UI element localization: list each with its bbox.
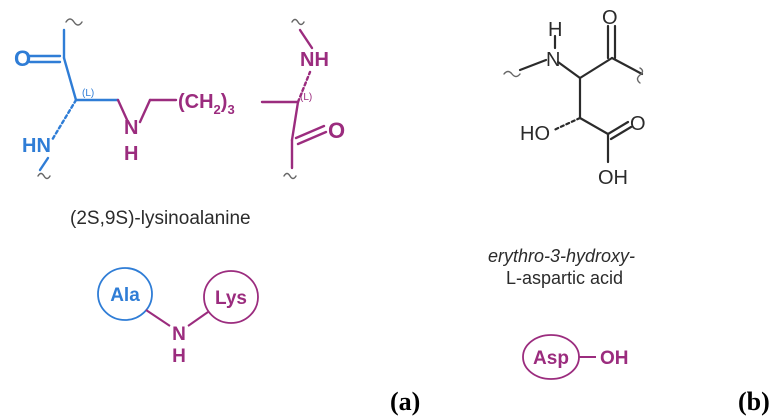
acid-double-2 xyxy=(609,125,633,141)
atom-o-left: O xyxy=(14,46,31,71)
panel-a-atom-labels: O (L) HN N H (CH2)3 NH (L) O xyxy=(14,46,345,165)
atom-n-amine: N xyxy=(546,49,560,71)
panel-a-structure xyxy=(28,18,328,180)
atom-o-top: O xyxy=(602,7,618,29)
chain-subscript-3: 3 xyxy=(227,102,234,117)
hashed-bond-alpha-to-hn xyxy=(50,98,78,142)
panel-b-structure xyxy=(503,24,644,164)
atom-h-center: H xyxy=(124,143,138,165)
bond-wavy-to-n xyxy=(518,58,548,72)
hashed-bond-alpha-to-nh xyxy=(296,70,312,104)
bond-ch2-to-n xyxy=(116,98,130,124)
atom-o-right: O xyxy=(328,118,345,143)
chain-ch2-group: (CH2)3 xyxy=(178,91,235,117)
panel-b-caption-line1: erythro-3-hydroxy- xyxy=(488,246,635,266)
atom-n-center: N xyxy=(124,117,138,139)
atom-hn-left: HN xyxy=(22,135,51,157)
wavy-bond-bottom-left xyxy=(37,172,51,180)
bond-n-to-ch2-right xyxy=(138,98,152,124)
carbonyl-right-double-2 xyxy=(296,130,328,146)
hashed-bond-beta-to-ho xyxy=(552,116,582,132)
bond-alpha-to-carbonyl xyxy=(578,56,614,80)
link-bond-right xyxy=(187,311,209,327)
stereo-label-left: (L) xyxy=(82,88,94,99)
atom-o-acid: O xyxy=(630,113,646,135)
panel-a-schematic: Ala Lys N H xyxy=(97,267,259,367)
alanine-backbone-bonds xyxy=(28,18,120,142)
bond-hn-down xyxy=(38,156,50,172)
panel-a-caption: (2S,9S)-lysinoalanine xyxy=(70,208,251,229)
bond-alpha-to-carbonyl xyxy=(290,100,300,142)
bond-carbonyl-right xyxy=(610,56,644,76)
lysine-linkage-bonds xyxy=(116,28,328,170)
wavy-bond-bottom-right xyxy=(283,172,297,180)
asp-residue-label: Asp xyxy=(533,348,569,369)
bond-beta-to-acid xyxy=(578,116,610,136)
carbonyl-right-double-1 xyxy=(294,124,326,140)
atom-h-amine: H xyxy=(548,19,562,41)
bond-carbonyl-to-alpha xyxy=(62,56,78,102)
bond-nh-up xyxy=(298,28,314,50)
panel-a-label: (a) xyxy=(390,387,420,416)
chain-close: ) xyxy=(221,91,228,113)
link-atom-h: H xyxy=(172,346,186,367)
ala-residue-label: Ala xyxy=(110,285,140,306)
lys-residue-circle xyxy=(203,270,259,324)
lys-residue-label: Lys xyxy=(215,288,247,309)
link-bond-left xyxy=(145,309,171,327)
panel-b-atom-labels: O H N HO O OH xyxy=(520,7,646,189)
ala-residue-circle xyxy=(97,267,153,321)
bond-n-to-alpha xyxy=(556,60,582,80)
link-atom-n: N xyxy=(172,324,186,345)
wavy-bond-top-left xyxy=(65,18,83,26)
panel-b-caption-line2: L-aspartic acid xyxy=(506,268,623,288)
panel-b-label: (b) xyxy=(738,387,770,416)
panel-b-schematic: Asp OH xyxy=(522,334,629,380)
atom-ho: HO xyxy=(520,123,550,145)
chain-subscript-2: 2 xyxy=(214,102,221,117)
wavy-bond-amine xyxy=(503,70,521,78)
caption-erythro: erythro-3-hydroxy- xyxy=(488,246,635,266)
wavy-bond-right xyxy=(636,67,644,84)
atom-oh-acid: OH xyxy=(598,167,628,189)
chain-open: (CH xyxy=(178,91,214,113)
stereo-label-right: (L) xyxy=(300,92,312,103)
oh-group-label: OH xyxy=(600,348,629,369)
wavy-bond-top-right xyxy=(291,18,305,26)
atom-nh-right: NH xyxy=(300,49,329,71)
acid-double-1 xyxy=(606,120,630,136)
